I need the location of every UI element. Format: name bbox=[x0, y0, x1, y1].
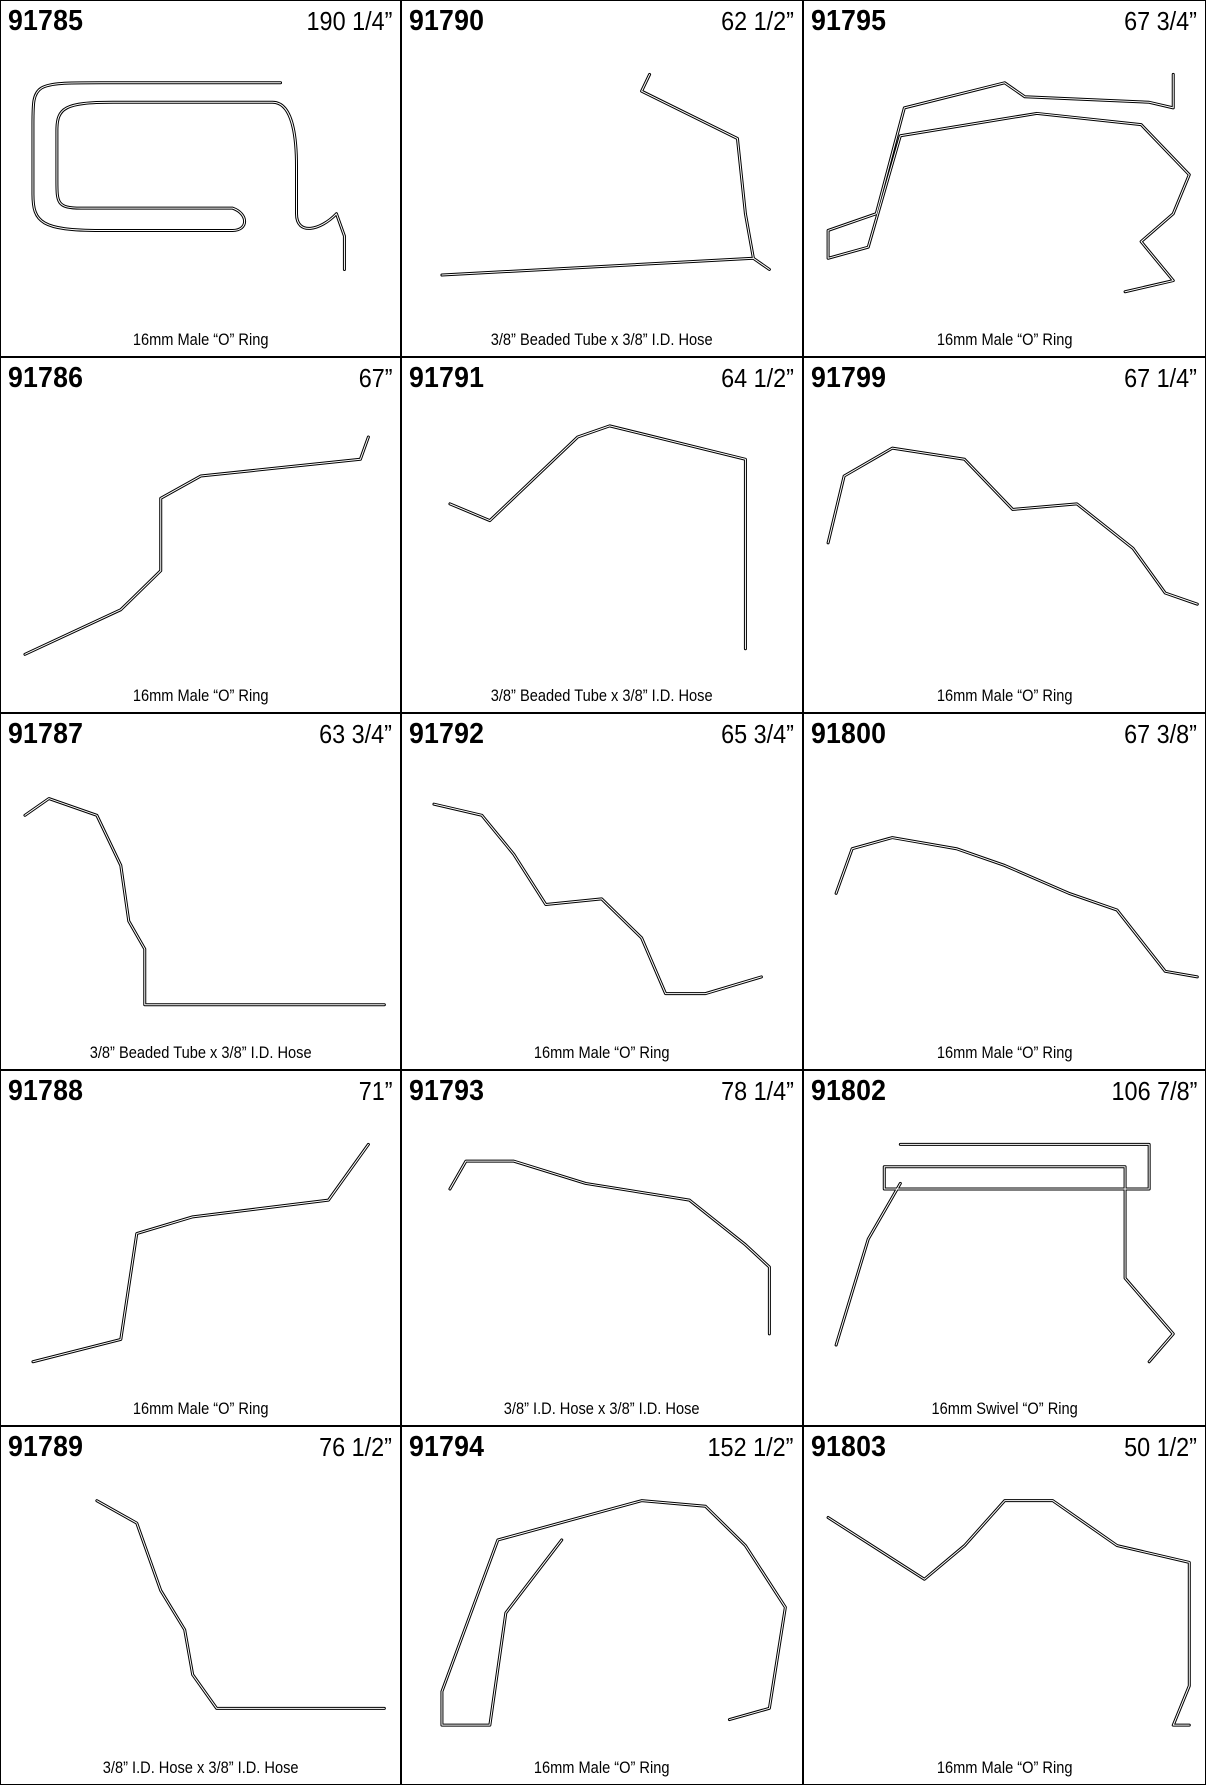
fitting-description: 16mm Male “O” Ring bbox=[936, 1758, 1073, 1777]
fitting-description: 16mm Male “O” Ring bbox=[132, 329, 269, 349]
part-number: 91792 bbox=[409, 718, 485, 751]
part-length: 67” bbox=[358, 362, 393, 393]
fitting-description: 3/8” Beaded Tube x 3/8” I.D. Hose bbox=[89, 1042, 312, 1062]
hose-line-illustration-icon bbox=[1, 754, 400, 1033]
part-length: 62 1/2” bbox=[720, 6, 794, 36]
hose-line-illustration-icon bbox=[1, 398, 400, 677]
part-length: 76 1/2” bbox=[319, 1432, 393, 1463]
part-length: 152 1/2” bbox=[707, 1432, 794, 1463]
part-number: 91799 bbox=[810, 361, 886, 394]
part-number: 91791 bbox=[409, 361, 485, 394]
hose-line-illustration-icon bbox=[402, 398, 801, 677]
part-number: 91800 bbox=[810, 718, 886, 751]
hose-line-illustration-icon bbox=[804, 41, 1205, 320]
part-length: 63 3/4” bbox=[319, 719, 393, 750]
hose-line-illustration-icon bbox=[1, 1111, 400, 1390]
part-length: 64 1/2” bbox=[720, 362, 794, 393]
part-number: 91789 bbox=[8, 1431, 84, 1464]
fitting-description: 16mm Swivel “O” Ring bbox=[931, 1399, 1078, 1419]
fitting-description: 16mm Male “O” Ring bbox=[132, 1399, 269, 1419]
part-length: 67 3/4” bbox=[1124, 6, 1197, 36]
part-cell: 91790 62 1/2” 3/8” Beaded Tube x 3/8” I.… bbox=[402, 1, 804, 358]
part-cell: 91787 63 3/4” 3/8” Beaded Tube x 3/8” I.… bbox=[1, 714, 403, 1071]
hose-line-illustration-icon bbox=[402, 754, 801, 1033]
fitting-description: 16mm Male “O” Ring bbox=[534, 1042, 670, 1062]
fitting-description: 3/8” Beaded Tube x 3/8” I.D. Hose bbox=[491, 686, 713, 706]
hose-line-illustration-icon bbox=[804, 398, 1205, 677]
hose-line-illustration-icon bbox=[1, 1467, 400, 1748]
part-length: 67 3/8” bbox=[1124, 719, 1197, 750]
part-length: 50 1/2” bbox=[1124, 1432, 1197, 1463]
fitting-description: 16mm Male “O” Ring bbox=[132, 686, 269, 706]
fitting-description: 3/8” Beaded Tube x 3/8” I.D. Hose bbox=[491, 329, 713, 349]
part-cell: 91803 50 1/2” 16mm Male “O” Ring bbox=[804, 1427, 1205, 1784]
part-length: 78 1/4” bbox=[720, 1075, 794, 1106]
hose-line-illustration-icon bbox=[402, 41, 801, 320]
part-length: 190 1/4” bbox=[306, 6, 393, 36]
fitting-description: 16mm Male “O” Ring bbox=[936, 1042, 1073, 1062]
hose-line-illustration-icon bbox=[402, 1467, 801, 1748]
part-cell: 91789 76 1/2” 3/8” I.D. Hose x 3/8” I.D.… bbox=[1, 1427, 403, 1784]
part-number: 91787 bbox=[8, 718, 84, 751]
part-number: 91790 bbox=[409, 5, 485, 37]
part-length: 67 1/4” bbox=[1124, 362, 1197, 393]
part-cell: 91794 152 1/2” 16mm Male “O” Ring bbox=[402, 1427, 804, 1784]
hose-line-illustration-icon bbox=[804, 1111, 1205, 1390]
part-number: 91803 bbox=[810, 1431, 886, 1464]
part-cell: 91802 106 7/8” 16mm Swivel “O” Ring bbox=[803, 1071, 1205, 1428]
fitting-description: 3/8” I.D. Hose x 3/8” I.D. Hose bbox=[504, 1399, 700, 1419]
part-cell: 91786 67” 16mm Male “O” Ring bbox=[1, 357, 403, 715]
part-number: 91788 bbox=[8, 1074, 84, 1107]
part-number: 91793 bbox=[409, 1074, 485, 1107]
part-cell: 91792 65 3/4” 16mm Male “O” Ring bbox=[402, 714, 804, 1071]
part-cell: 91800 67 3/8” 16mm Male “O” Ring bbox=[803, 714, 1205, 1071]
part-length: 65 3/4” bbox=[720, 719, 794, 750]
hose-line-illustration-icon bbox=[1, 41, 400, 320]
part-number: 91795 bbox=[810, 5, 886, 37]
part-cell: 91795 67 3/4” 16mm Male “O” Ring bbox=[803, 1, 1205, 358]
part-cell: 91788 71” 16mm Male “O” Ring bbox=[1, 1070, 403, 1428]
part-length: 106 7/8” bbox=[1111, 1075, 1197, 1106]
part-cell: 91791 64 1/2” 3/8” Beaded Tube x 3/8” I.… bbox=[402, 357, 804, 715]
part-cell: 91793 78 1/4” 3/8” I.D. Hose x 3/8” I.D.… bbox=[402, 1070, 804, 1428]
fitting-description: 3/8” I.D. Hose x 3/8” I.D. Hose bbox=[102, 1758, 299, 1777]
part-number: 91802 bbox=[810, 1074, 886, 1107]
fitting-description: 16mm Male “O” Ring bbox=[534, 1758, 670, 1777]
part-cell: 91799 67 1/4” 16mm Male “O” Ring bbox=[803, 358, 1205, 715]
fitting-description: 16mm Male “O” Ring bbox=[936, 686, 1073, 706]
hose-line-illustration-icon bbox=[402, 1111, 801, 1390]
fitting-description: 16mm Male “O” Ring bbox=[936, 329, 1073, 349]
part-cell: 91785 190 1/4” 16mm Male “O” Ring bbox=[1, 1, 403, 358]
part-number: 91794 bbox=[409, 1431, 485, 1464]
part-length: 71” bbox=[358, 1075, 393, 1106]
hose-line-illustration-icon bbox=[804, 754, 1205, 1033]
hose-line-illustration-icon bbox=[804, 1467, 1205, 1748]
part-number: 91786 bbox=[8, 361, 84, 394]
part-number: 91785 bbox=[8, 5, 84, 37]
